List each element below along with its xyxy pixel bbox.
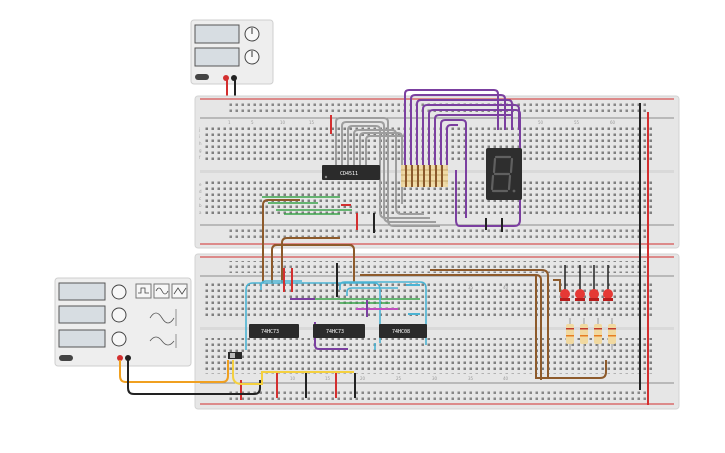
row-letter: f xyxy=(199,155,201,160)
amplitude-wave-icon xyxy=(149,312,175,324)
slide-switch[interactable] xyxy=(228,352,242,359)
column-number: 10 xyxy=(280,120,286,125)
column-number: 50 xyxy=(538,120,544,125)
column-number: 10 xyxy=(290,376,296,381)
row-letter: j xyxy=(198,127,200,132)
cd4511-chip[interactable]: CD4511 xyxy=(322,165,380,180)
short-wires-bottom[interactable] xyxy=(240,263,420,400)
and-gate-chip[interactable]: 74HC08 xyxy=(379,324,427,338)
frequency-knob-icon[interactable] xyxy=(111,284,127,300)
led-4 xyxy=(603,289,613,299)
cyan-wires[interactable] xyxy=(245,280,427,350)
chip-label: 74HC73 xyxy=(261,329,279,335)
ff1-chip[interactable]: 74HC73 xyxy=(249,324,299,338)
offset-knob-icon[interactable] xyxy=(111,331,127,347)
led-2 xyxy=(575,289,585,299)
chip-label: 74HC08 xyxy=(392,329,410,335)
gray-wire-bundle[interactable] xyxy=(335,117,440,227)
generator-output-wires[interactable] xyxy=(119,360,354,395)
magenta-wires[interactable] xyxy=(290,298,398,350)
column-number: 20 xyxy=(360,376,366,381)
column-number: 60 xyxy=(610,120,616,125)
resistor-array-bottom[interactable] xyxy=(566,318,616,350)
row-letter: h xyxy=(199,141,202,146)
row-letter: b xyxy=(199,203,202,208)
negative-terminal[interactable] xyxy=(231,75,237,81)
column-number: 15 xyxy=(325,376,331,381)
positive-terminal[interactable] xyxy=(223,75,229,81)
ff2-chip[interactable]: 74HC73 xyxy=(313,324,365,338)
column-number: 30 xyxy=(432,376,438,381)
column-number: 40 xyxy=(503,376,509,381)
square-wave-icon[interactable] xyxy=(135,283,152,299)
column-number: 35 xyxy=(468,285,474,290)
green-wires[interactable] xyxy=(262,196,420,304)
column-number: 25 xyxy=(396,376,402,381)
column-number: 1 xyxy=(228,120,231,125)
column-number: 35 xyxy=(468,376,474,381)
resistor-array-top[interactable] xyxy=(401,165,448,187)
led-3 xyxy=(589,289,599,299)
sine-wave-icon[interactable] xyxy=(153,283,170,299)
short-wires-top[interactable] xyxy=(330,115,503,233)
triangle-wave-icon[interactable] xyxy=(171,283,188,299)
gen-positive-terminal[interactable] xyxy=(117,355,123,361)
column-numbers: 1 5 10 15 50 55 60 10 15 20 25 30 35 40 … xyxy=(228,120,616,381)
column-number: 5 xyxy=(251,120,254,125)
column-number: 15 xyxy=(309,120,315,125)
led-feed-wires[interactable] xyxy=(535,275,561,378)
chip-label: 74HC73 xyxy=(326,329,344,335)
amplitude-knob-icon[interactable] xyxy=(111,307,127,323)
row-letter: c xyxy=(199,196,201,201)
breadboard-bottom[interactable] xyxy=(194,253,680,410)
led-1 xyxy=(560,289,570,299)
row-letter: d xyxy=(199,189,202,194)
row-letter: e xyxy=(199,182,202,187)
row-letter: g xyxy=(199,148,202,153)
seven-segment-display[interactable] xyxy=(486,148,522,200)
offset-wave-icon xyxy=(149,336,175,346)
chip-label: CD4511 xyxy=(340,171,358,177)
dc-power-supply-top[interactable] xyxy=(190,19,274,85)
row-letter: a xyxy=(199,210,202,215)
row-letter: i xyxy=(199,134,200,139)
column-number: 55 xyxy=(574,120,580,125)
led-array[interactable] xyxy=(560,265,613,301)
column-number: 40 xyxy=(503,285,509,290)
gen-negative-terminal[interactable] xyxy=(125,355,131,361)
row-letters: j i h g f e d c b a xyxy=(198,127,202,215)
function-generator[interactable] xyxy=(54,277,192,367)
